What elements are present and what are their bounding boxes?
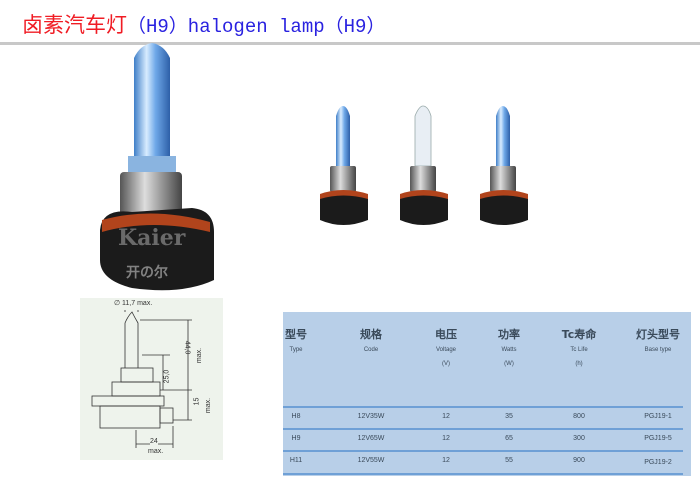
cell-voltage: 12 bbox=[442, 435, 450, 442]
diameter-label: ∅ 11,7 max. bbox=[114, 300, 153, 307]
header-cn: 功率 bbox=[498, 328, 520, 341]
header-en: Type bbox=[289, 347, 303, 353]
table-row: H8 12V35W 12 35 800 PGJ19-1 bbox=[283, 406, 683, 427]
header-type: 型号 Type bbox=[256, 326, 336, 353]
header-unit: (V) bbox=[442, 361, 450, 367]
cell-type: H11 bbox=[289, 457, 303, 464]
main-lamp-image bbox=[100, 43, 214, 291]
title-chinese: 卤素汽车灯 bbox=[22, 13, 127, 37]
lamp-h9-image bbox=[400, 105, 448, 225]
title-divider bbox=[0, 42, 700, 45]
header-cn: 灯头型号 bbox=[636, 328, 680, 341]
cell-watts: 35 bbox=[505, 413, 513, 420]
watermark-cn: 开の尔 bbox=[126, 264, 168, 280]
header-cn: 型号 bbox=[285, 328, 307, 341]
cell-base: PGJ19-1 bbox=[644, 413, 672, 420]
cell-code: 12V35W bbox=[357, 413, 385, 420]
header-watts: 功率 Watts (W) bbox=[469, 326, 549, 367]
header-en: Base type bbox=[644, 347, 672, 353]
table-row: H9 12V65W 12 65 300 PGJ19-5 bbox=[283, 428, 683, 449]
header-en: Tc Life bbox=[570, 347, 588, 353]
cell-type: H9 bbox=[291, 435, 301, 442]
header-cn: Tc寿命 bbox=[561, 328, 597, 341]
dimension-diagram: ∅ 11,7 max. 44,0 max. 25,0 15 max. 24 ma… bbox=[80, 298, 223, 460]
header-code: 规格 Code bbox=[331, 326, 411, 353]
light-center-label: 25,0 bbox=[163, 369, 171, 384]
cell-base: PGJ19-2 bbox=[644, 459, 672, 466]
cell-type: H8 bbox=[291, 413, 301, 420]
cell-code: 12V65W bbox=[357, 435, 385, 442]
width-label: 24 bbox=[150, 438, 158, 445]
cell-code: 12V55W bbox=[357, 457, 385, 464]
cell-voltage: 12 bbox=[442, 457, 450, 464]
width-max: max. bbox=[148, 448, 164, 455]
header-unit: (W) bbox=[504, 361, 514, 367]
lamp-h11-image bbox=[480, 106, 528, 225]
cell-watts: 55 bbox=[505, 457, 513, 464]
spec-table: 型号 Type 规格 Code 电压 Voltage (V) 功率 Watts (W) Tc… bbox=[283, 312, 691, 476]
lamp-h8-image bbox=[320, 106, 368, 225]
cell-watts: 65 bbox=[505, 435, 513, 442]
header-cn: 电压 bbox=[435, 328, 457, 341]
base-height-label: 15 bbox=[193, 397, 201, 406]
watermark-brand: Kaier bbox=[118, 225, 186, 251]
header-en: Code bbox=[363, 347, 379, 353]
cell-life: 800 bbox=[573, 413, 585, 420]
header-base: 灯头型号 Base type bbox=[618, 326, 698, 353]
cell-base: PGJ19-5 bbox=[644, 435, 672, 442]
header-unit: (h) bbox=[575, 361, 583, 367]
cell-life: 300 bbox=[573, 435, 585, 442]
cell-life: 900 bbox=[573, 457, 585, 464]
height-total-label: 44,0 bbox=[183, 340, 191, 355]
base-height-max: max. bbox=[205, 397, 213, 414]
page-title: 卤素汽车灯（H9）halogen lamp（H9） bbox=[22, 9, 385, 39]
header-en: Watts bbox=[501, 347, 517, 353]
cell-voltage: 12 bbox=[442, 413, 450, 420]
header-life: Tc寿命 Tc Life (h) bbox=[539, 326, 619, 367]
title-english: （H9）halogen lamp（H9） bbox=[127, 16, 386, 38]
table-bottom-rule bbox=[283, 473, 683, 475]
header-cn: 规格 bbox=[360, 328, 382, 341]
header-en: Voltage bbox=[435, 347, 457, 353]
header-voltage: 电压 Voltage (V) bbox=[406, 326, 486, 367]
table-row: H11 12V55W 12 55 900 PGJ19-2 bbox=[283, 450, 683, 471]
height-total-max: max. bbox=[196, 347, 204, 364]
